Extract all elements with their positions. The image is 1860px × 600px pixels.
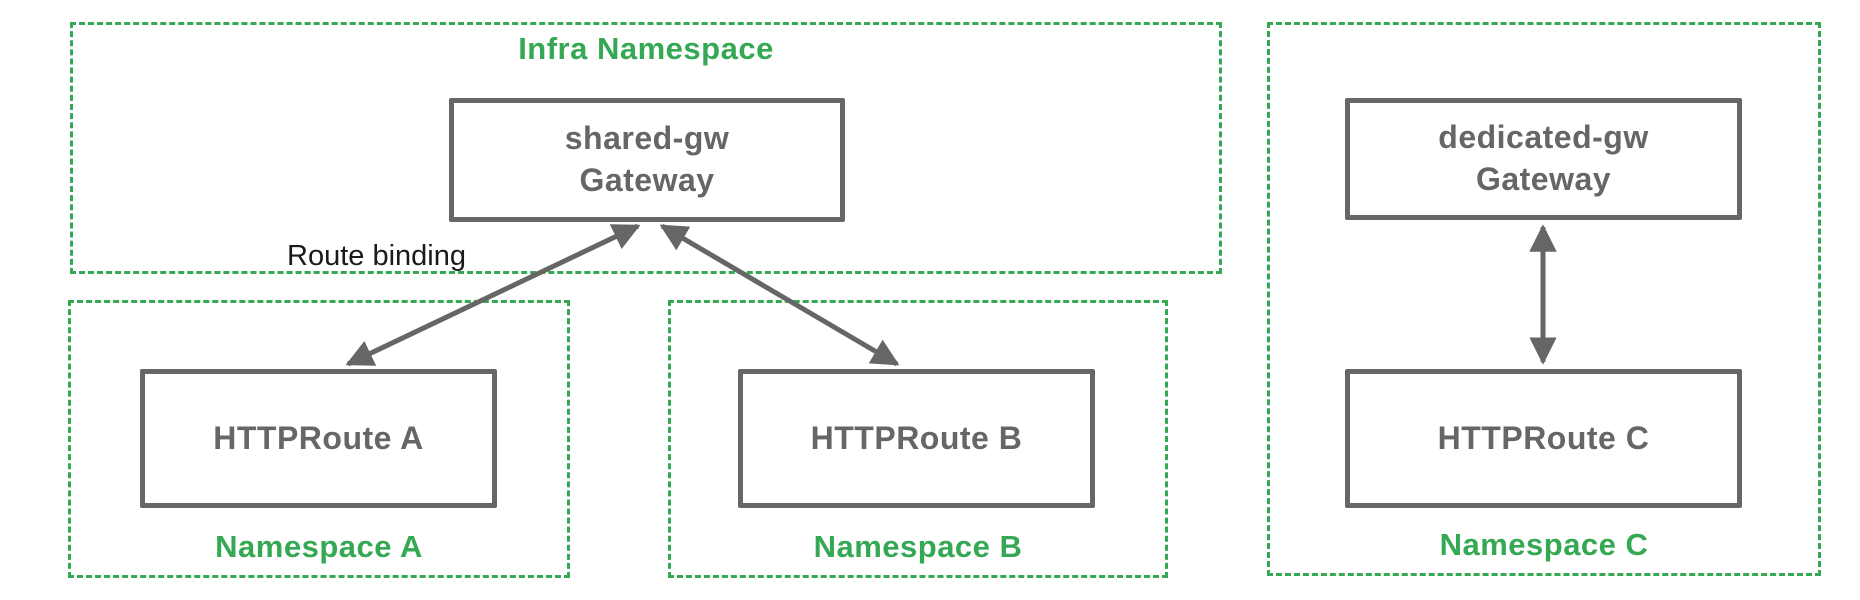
httproute-c-label: HTTPRoute C	[1437, 419, 1650, 456]
dedicated-gw-kind: Gateway	[1475, 161, 1612, 197]
shared-gw-gateway-node: shared-gw Gateway	[449, 98, 845, 222]
httproute-a-label: HTTPRoute A	[213, 419, 424, 456]
httproute-a-node: HTTPRoute A	[140, 369, 497, 508]
namespace-c-label: Namespace C	[1439, 527, 1649, 562]
namespace-a-container: Namespace A	[68, 300, 570, 578]
route-binding-annotation: Route binding	[287, 240, 466, 272]
dedicated-gw-gateway-node: dedicated-gw Gateway	[1345, 98, 1742, 220]
shared-gw-gateway-label: shared-gw Gateway	[565, 118, 730, 201]
namespace-c-container: Namespace C	[1267, 22, 1821, 576]
shared-gw-kind: Gateway	[579, 162, 715, 198]
infra-namespace-label: Infra Namespace	[518, 31, 774, 66]
namespace-a-label: Namespace A	[215, 529, 423, 564]
dedicated-gw-gateway-label: dedicated-gw Gateway	[1438, 117, 1648, 200]
shared-gw-name: shared-gw	[564, 120, 730, 157]
dedicated-gw-name: dedicated-gw	[1438, 119, 1649, 156]
httproute-b-node: HTTPRoute B	[738, 369, 1095, 508]
httproute-b-label: HTTPRoute B	[810, 419, 1023, 456]
namespace-b-label: Namespace B	[813, 529, 1023, 564]
namespace-b-container: Namespace B	[668, 300, 1168, 578]
httproute-c-node: HTTPRoute C	[1345, 369, 1742, 508]
infra-namespace-container: Infra Namespace	[70, 22, 1222, 274]
